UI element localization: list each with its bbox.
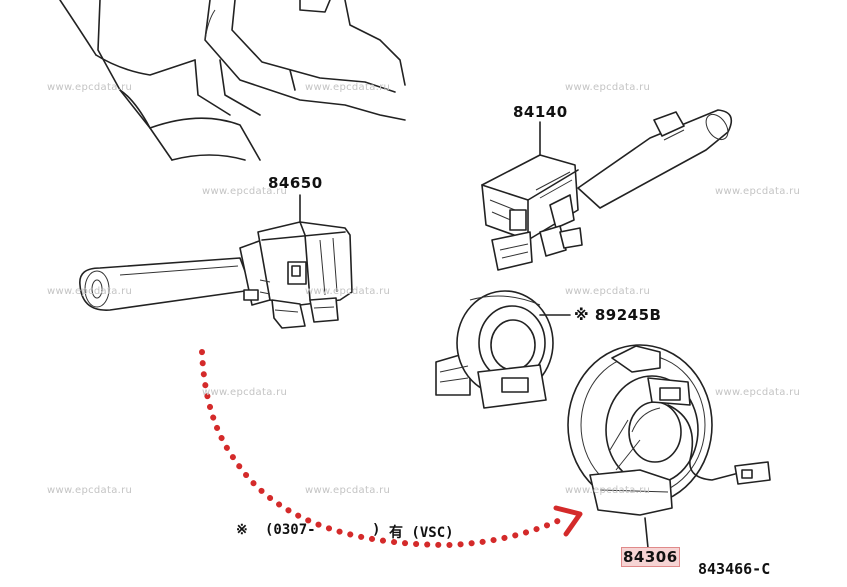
part-number-84650[interactable]: 84650 — [268, 174, 323, 192]
red-dotted-arrow — [199, 349, 583, 549]
steering-sensor-drawing — [435, 290, 554, 409]
watermark: www.epcdata.ru — [305, 82, 391, 93]
watermark: www.epcdata.ru — [305, 485, 391, 496]
watermark: www.epcdata.ru — [565, 485, 651, 496]
turn-signal-switch-drawing — [79, 221, 353, 329]
watermark: www.epcdata.ru — [715, 186, 801, 197]
watermark: www.epcdata.ru — [305, 286, 391, 297]
drawing-reference: 843466-C — [698, 560, 771, 578]
watermark: www.epcdata.ru — [47, 286, 133, 297]
part-number-89245b[interactable]: ※ 89245B — [574, 306, 661, 324]
watermark: www.epcdata.ru — [47, 485, 133, 496]
watermark: www.epcdata.ru — [715, 387, 801, 398]
steering-column-outline — [59, 0, 406, 161]
wiper-switch-drawing — [481, 109, 733, 271]
watermark: www.epcdata.ru — [202, 186, 288, 197]
part-number-89245b-text: 89245B — [594, 306, 662, 324]
asterisk-mark: ※ — [574, 306, 590, 324]
part-number-84306[interactable]: 84306 — [621, 547, 680, 567]
part-number-84140[interactable]: 84140 — [513, 103, 568, 121]
footnote-range-close: ) — [372, 522, 381, 538]
watermark: www.epcdata.ru — [565, 82, 651, 93]
footnote-asterisk: ※ — [236, 522, 248, 538]
spiral-cable-drawing — [567, 344, 771, 549]
watermark: www.epcdata.ru — [565, 286, 651, 297]
footnote-condition: 有 (VSC) — [389, 525, 454, 541]
watermark: www.epcdata.ru — [47, 82, 133, 93]
watermark: www.epcdata.ru — [202, 387, 288, 398]
leader-lines — [299, 121, 571, 316]
footnote-range-open: (0307- — [265, 522, 316, 538]
